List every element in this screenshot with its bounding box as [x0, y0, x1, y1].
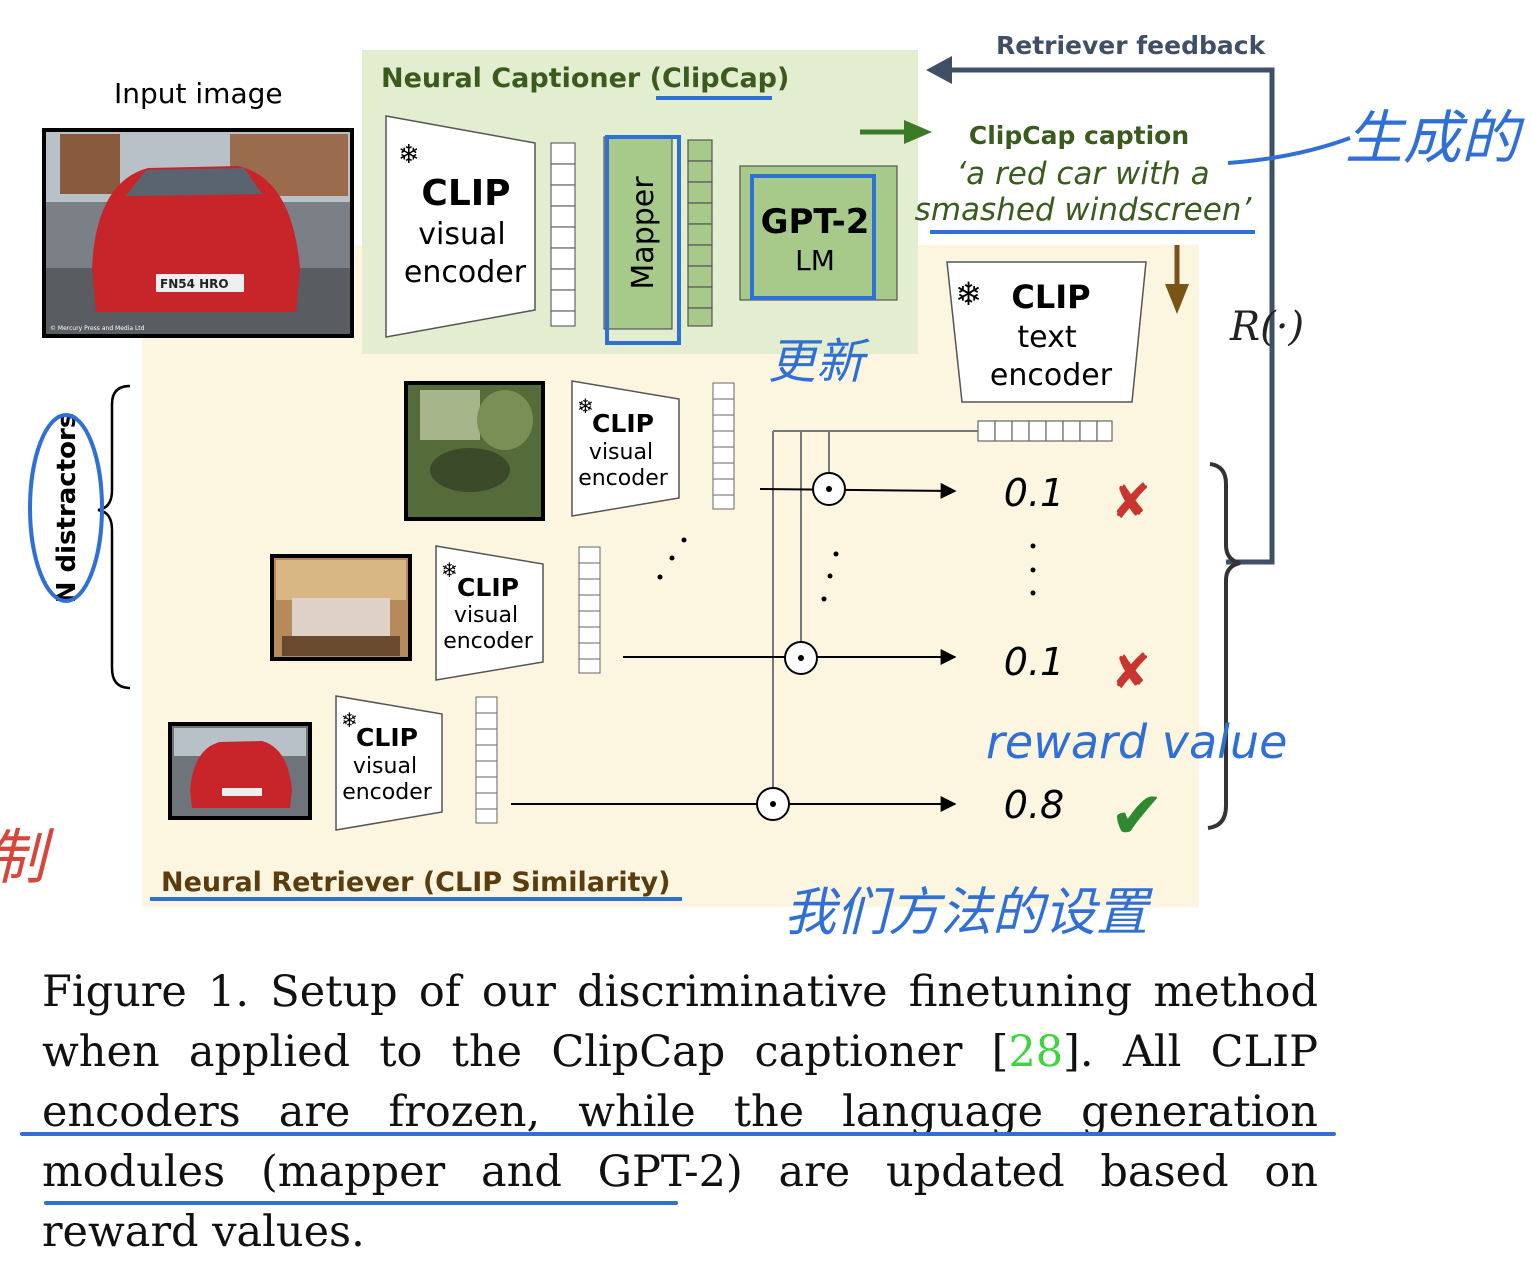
mapper-block: Mapper	[603, 136, 673, 330]
score-1: 0.1	[1004, 471, 1064, 515]
annotation-stroke	[1227, 136, 1351, 165]
svg-text:visual: visual	[418, 217, 505, 252]
svg-text:text: text	[1017, 320, 1076, 355]
figure-diagram: Neural Captioner (ClipCap) Neural Retrie…	[0, 31, 1525, 943]
captioner-clip-visual-encoder: ❄ CLIP visual encoder	[385, 115, 536, 338]
caption-line-2: smashed windscreen’	[915, 192, 1253, 228]
distractor-2-embedding	[578, 546, 601, 674]
svg-text:visual: visual	[589, 440, 653, 465]
score-3: 0.8	[1004, 783, 1064, 827]
caption-line-1: ‘a red car with a	[956, 156, 1209, 192]
clip-embedding-column	[550, 142, 576, 327]
reward-function-label: R(·)	[1229, 304, 1304, 350]
target-embedding	[475, 696, 498, 824]
svg-text:visual: visual	[353, 754, 417, 779]
distractor-1-embedding	[712, 382, 735, 510]
svg-text:LM: LM	[795, 244, 835, 277]
caption-heading: ClipCap caption	[969, 121, 1189, 150]
svg-text:CLIP: CLIP	[457, 573, 519, 602]
svg-text:visual: visual	[454, 603, 518, 628]
distractor-1-clip-encoder: ❄ CLIP visual encoder	[571, 380, 680, 517]
prefix-embedding-column	[687, 139, 713, 327]
caption-underline-1	[20, 1132, 1336, 1136]
mapper-annotation-box	[605, 135, 681, 345]
target-clip-encoder: ❄ CLIP visual encoder	[335, 695, 443, 831]
distractor-image-2	[270, 554, 412, 661]
caption-prefix: Figure 1. Setup of our discriminative fi…	[42, 967, 1318, 1077]
svg-text:encoder: encoder	[578, 466, 669, 491]
clip-text-encoder: ❄ CLIP text encoder	[946, 261, 1147, 403]
svg-text:encoder: encoder	[404, 255, 527, 290]
dot-product-symbols	[770, 486, 832, 807]
snowflake-icon: ❄	[398, 140, 420, 170]
target-image	[168, 722, 312, 820]
svg-text:CLIP: CLIP	[592, 409, 654, 438]
distractor-image-1	[404, 381, 545, 521]
svg-text:GPT-2: GPT-2	[761, 202, 870, 242]
captioner-title: Neural Captioner (ClipCap)	[381, 63, 789, 94]
encoder-arrow-head	[1165, 284, 1189, 314]
svg-text:encoder: encoder	[443, 629, 534, 654]
input-image: FN54 HRO © Mercury Press and Media Ltd	[42, 128, 354, 338]
gpt2-block: GPT-2 LM	[739, 165, 898, 301]
figure-caption: Figure 1. Setup of our discriminative fi…	[42, 962, 1318, 1262]
check-mark: ✔	[1109, 777, 1164, 854]
distractor-brace	[97, 384, 131, 690]
svg-text:❄: ❄	[341, 708, 358, 732]
annotation-update: 更新	[768, 334, 870, 390]
text-embedding-row	[977, 420, 1113, 442]
n-distractors-label: N distractors	[52, 413, 82, 604]
retriever-feedback-loop	[950, 67, 1275, 565]
caption-suffix: ]. All CLIP encoders are frozen, while t…	[42, 1027, 1318, 1257]
svg-text:❄: ❄	[441, 558, 458, 582]
caption-underline-2	[44, 1201, 678, 1205]
svg-text:Mapper: Mapper	[626, 176, 661, 290]
svg-text:encoder: encoder	[342, 780, 433, 805]
annotation-our-setup: 我们方法的设置	[784, 883, 1153, 943]
svg-text:CLIP: CLIP	[356, 723, 418, 752]
score-2: 0.1	[1004, 640, 1064, 684]
cross-mark-2: ✘	[1111, 644, 1151, 700]
plate-text: FN54 HRO	[160, 277, 229, 291]
retriever-feedback-label: Retriever feedback	[996, 31, 1267, 60]
annotation-reward-value: reward value	[986, 715, 1287, 769]
feedback-arrow-head	[926, 56, 952, 84]
svg-text:CLIP: CLIP	[1011, 278, 1090, 316]
citation-link[interactable]: 28	[1008, 1027, 1064, 1077]
score-brace	[1207, 462, 1241, 830]
svg-text:encoder: encoder	[990, 358, 1113, 393]
distractor-2-clip-encoder: ❄ CLIP visual encoder	[435, 545, 544, 681]
ellipsis-dots	[657, 537, 1036, 602]
annotation-generated: 生成的	[1345, 104, 1525, 172]
similarity-wires	[772, 430, 978, 804]
svg-text:CLIP: CLIP	[421, 173, 510, 214]
svg-text:❄: ❄	[955, 275, 982, 313]
cross-mark-1: ✘	[1111, 474, 1151, 530]
retriever-title: Neural Retriever (CLIP Similarity)	[161, 867, 670, 898]
caption-arrow-head	[904, 120, 932, 144]
annotation-left-edge: 制	[0, 823, 55, 893]
n-distractors-annotation	[28, 413, 104, 603]
svg-text:❄: ❄	[577, 394, 594, 418]
input-image-label: Input image	[114, 77, 283, 110]
photo-credit: © Mercury Press and Media Ltd	[50, 325, 145, 332]
